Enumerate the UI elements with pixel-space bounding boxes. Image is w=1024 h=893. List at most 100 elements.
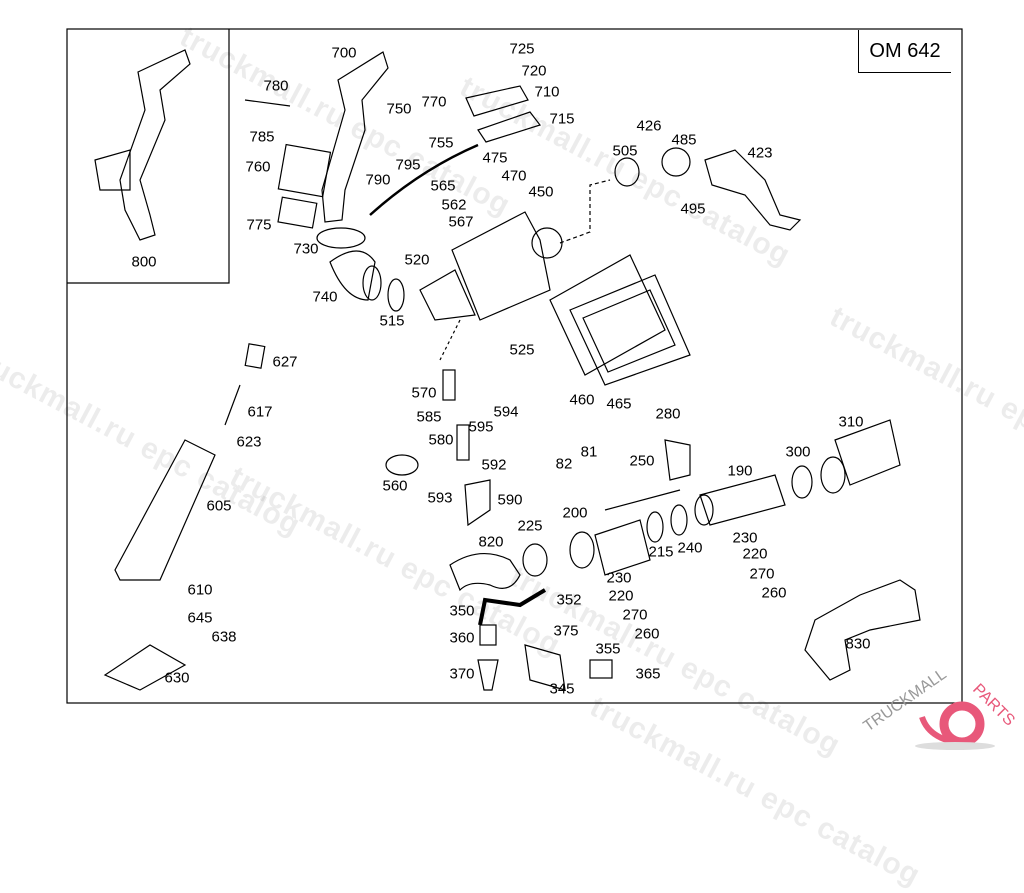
engine-code-label: OM 642 <box>858 30 951 73</box>
part-370 <box>477 659 499 691</box>
part-200 <box>594 519 651 576</box>
callout-800[interactable]: 800 <box>131 253 157 271</box>
callout-520[interactable]: 520 <box>404 251 430 269</box>
callout-230[interactable]: 230 <box>732 529 758 547</box>
callout-81[interactable]: 81 <box>580 443 598 461</box>
callout-700[interactable]: 700 <box>331 44 357 62</box>
callout-260[interactable]: 260 <box>634 625 660 643</box>
callout-82[interactable]: 82 <box>555 455 573 473</box>
part-450 <box>451 211 551 321</box>
callout-595[interactable]: 595 <box>468 418 494 436</box>
callout-830[interactable]: 830 <box>845 635 871 653</box>
callout-775[interactable]: 775 <box>246 216 272 234</box>
callout-200[interactable]: 200 <box>562 504 588 522</box>
callout-350[interactable]: 350 <box>449 602 475 620</box>
callout-505[interactable]: 505 <box>612 142 638 160</box>
diagram-frame <box>66 28 963 704</box>
callout-567[interactable]: 567 <box>448 213 474 231</box>
part-710 <box>465 85 529 117</box>
callout-785[interactable]: 785 <box>249 128 275 146</box>
callout-370[interactable]: 370 <box>449 665 475 683</box>
callout-280[interactable]: 280 <box>655 405 681 423</box>
callout-565[interactable]: 565 <box>430 177 456 195</box>
callout-720[interactable]: 720 <box>521 62 547 80</box>
callout-300[interactable]: 300 <box>785 443 811 461</box>
callout-355[interactable]: 355 <box>595 640 621 658</box>
callout-630[interactable]: 630 <box>164 669 190 687</box>
callout-225[interactable]: 225 <box>517 517 543 535</box>
callout-352[interactable]: 352 <box>556 591 582 609</box>
callout-270[interactable]: 270 <box>749 565 775 583</box>
callout-475[interactable]: 475 <box>482 149 508 167</box>
part-250 <box>664 439 691 481</box>
callout-240[interactable]: 240 <box>677 539 703 557</box>
callout-627[interactable]: 627 <box>272 353 298 371</box>
callout-760[interactable]: 760 <box>245 158 271 176</box>
callout-710[interactable]: 710 <box>534 83 560 101</box>
callout-250[interactable]: 250 <box>629 452 655 470</box>
callout-592[interactable]: 592 <box>481 456 507 474</box>
callout-426[interactable]: 426 <box>636 117 662 135</box>
callout-610[interactable]: 610 <box>187 581 213 599</box>
callout-617[interactable]: 617 <box>247 403 273 421</box>
callout-485[interactable]: 485 <box>671 131 697 149</box>
callout-423[interactable]: 423 <box>747 144 773 162</box>
part-800 <box>119 49 191 241</box>
callout-780[interactable]: 780 <box>263 77 289 95</box>
callout-495[interactable]: 495 <box>680 200 706 218</box>
callout-220[interactable]: 220 <box>742 545 768 563</box>
callout-375[interactable]: 375 <box>553 622 579 640</box>
part-715 <box>477 111 541 143</box>
callout-562[interactable]: 562 <box>441 196 467 214</box>
callout-470[interactable]: 470 <box>501 167 527 185</box>
callout-585[interactable]: 585 <box>416 408 442 426</box>
callout-270[interactable]: 270 <box>622 606 648 624</box>
callout-465[interactable]: 465 <box>606 395 632 413</box>
callout-580[interactable]: 580 <box>428 431 454 449</box>
callout-605[interactable]: 605 <box>206 497 232 515</box>
part-630 <box>103 644 187 691</box>
callout-260[interactable]: 260 <box>761 584 787 602</box>
part-590 <box>464 479 491 527</box>
callout-790[interactable]: 790 <box>365 171 391 189</box>
callout-770[interactable]: 770 <box>421 93 447 111</box>
callout-365[interactable]: 365 <box>635 665 661 683</box>
diagram-drawing <box>66 28 963 704</box>
callout-594[interactable]: 594 <box>493 403 519 421</box>
part-605 <box>114 439 216 581</box>
callout-220[interactable]: 220 <box>608 587 634 605</box>
part-505 <box>614 157 640 187</box>
callout-795[interactable]: 795 <box>395 156 421 174</box>
part-190 <box>699 474 786 526</box>
callout-715[interactable]: 715 <box>549 110 575 128</box>
callout-638[interactable]: 638 <box>211 628 237 646</box>
callout-623[interactable]: 623 <box>236 433 262 451</box>
callout-345[interactable]: 345 <box>549 680 575 698</box>
truckmallparts-logo: TRUCKMALL PARTS <box>861 666 1018 750</box>
part-820 <box>449 552 521 592</box>
callout-755[interactable]: 755 <box>428 134 454 152</box>
callout-360[interactable]: 360 <box>449 629 475 647</box>
callout-725[interactable]: 725 <box>509 40 535 58</box>
callout-515[interactable]: 515 <box>379 312 405 330</box>
callout-525[interactable]: 525 <box>509 341 535 359</box>
callout-570[interactable]: 570 <box>411 384 437 402</box>
part-740 <box>329 250 376 301</box>
callout-645[interactable]: 645 <box>187 609 213 627</box>
part-345 <box>524 644 566 691</box>
callout-593[interactable]: 593 <box>427 489 453 507</box>
callout-820[interactable]: 820 <box>478 533 504 551</box>
callout-450[interactable]: 450 <box>528 183 554 201</box>
part-460 <box>549 254 666 376</box>
callout-750[interactable]: 750 <box>386 100 412 118</box>
callout-190[interactable]: 190 <box>727 462 753 480</box>
callout-215[interactable]: 215 <box>648 543 674 561</box>
callout-560[interactable]: 560 <box>382 477 408 495</box>
callout-460[interactable]: 460 <box>569 391 595 409</box>
callout-230[interactable]: 230 <box>606 569 632 587</box>
callout-590[interactable]: 590 <box>497 491 523 509</box>
callout-310[interactable]: 310 <box>838 413 864 431</box>
part-485 <box>661 147 691 177</box>
callout-740[interactable]: 740 <box>312 288 338 306</box>
callout-730[interactable]: 730 <box>293 240 319 258</box>
